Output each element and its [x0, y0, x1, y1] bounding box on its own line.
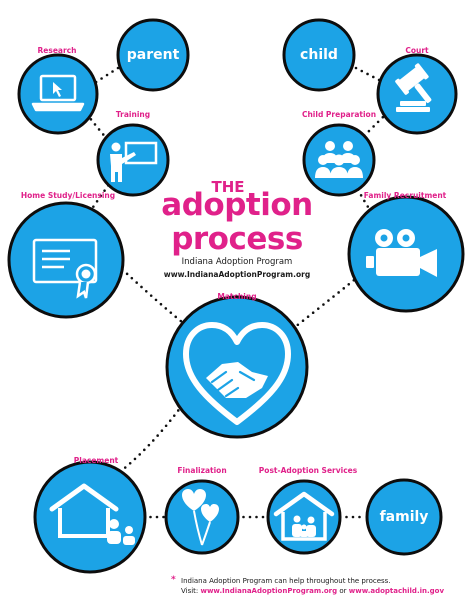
- connector-recruitment-matching: [284, 270, 366, 336]
- footnote: * Indiana Adoption Program can help thro…: [171, 575, 444, 596]
- connector-matching-placement: [110, 398, 188, 480]
- circle-parent: [116, 18, 190, 92]
- balloons-icon: [182, 489, 219, 546]
- parent-label: parent: [126, 47, 180, 63]
- circle-training: [96, 123, 170, 197]
- child-label: child: [300, 47, 338, 63]
- program-name: Indiana Adoption Program: [181, 257, 293, 267]
- title-adoption: adoption: [161, 187, 313, 223]
- laptop-icon: [31, 74, 85, 112]
- connector-child-court: [354, 66, 385, 84]
- research-label: Research: [37, 46, 77, 55]
- group-people-icon: [315, 141, 363, 178]
- handshake-heart-icon: [183, 322, 291, 425]
- asterisk-icon: *: [171, 575, 176, 585]
- training-label: Training: [115, 110, 151, 119]
- footnote-line2: Visit: www.IndianaAdoptionProgram.org or…: [181, 586, 444, 596]
- child-preparation-label: Child Preparation: [301, 110, 377, 119]
- home-study-label: Home Study/Licensing: [20, 191, 116, 200]
- home-people-icon: [273, 491, 335, 541]
- footnote-or: or: [337, 587, 349, 595]
- footnote-url2: www.adoptachild.in.gov: [348, 587, 445, 595]
- certificate-icon: [32, 238, 98, 299]
- footnote-url1: www.IndianaAdoptionProgram.org: [200, 587, 338, 595]
- circle-post-adoption: [266, 479, 342, 555]
- video-camera-icon: [366, 229, 437, 277]
- connector-research-training: [81, 107, 110, 142]
- teacher-icon: [110, 141, 158, 182]
- program-url: www.IndianaAdoptionProgram.org: [163, 270, 311, 279]
- title-the: THE: [211, 178, 245, 196]
- family-label: family: [379, 509, 429, 525]
- connector-parent-research: [91, 66, 120, 86]
- circle-court: [376, 53, 458, 135]
- matching-label: Matching: [217, 292, 257, 301]
- post-adoption-label: Post-Adoption Services: [258, 466, 358, 475]
- circle-child: [282, 18, 356, 92]
- court-label: Court: [405, 46, 429, 55]
- family-recruitment-label: Family Recruitment: [363, 191, 447, 200]
- house-family-icon: [49, 483, 135, 545]
- circle-family: [365, 478, 443, 556]
- gavel-icon: [395, 63, 432, 112]
- circle-placement: [33, 460, 147, 574]
- finalization-label: Finalization: [177, 466, 227, 475]
- placement-label: Placement: [73, 456, 119, 465]
- title-process: process: [171, 221, 303, 257]
- footnote-visit: Visit:: [181, 587, 201, 595]
- footnote-line1: Indiana Adoption Program can help throug…: [181, 577, 391, 585]
